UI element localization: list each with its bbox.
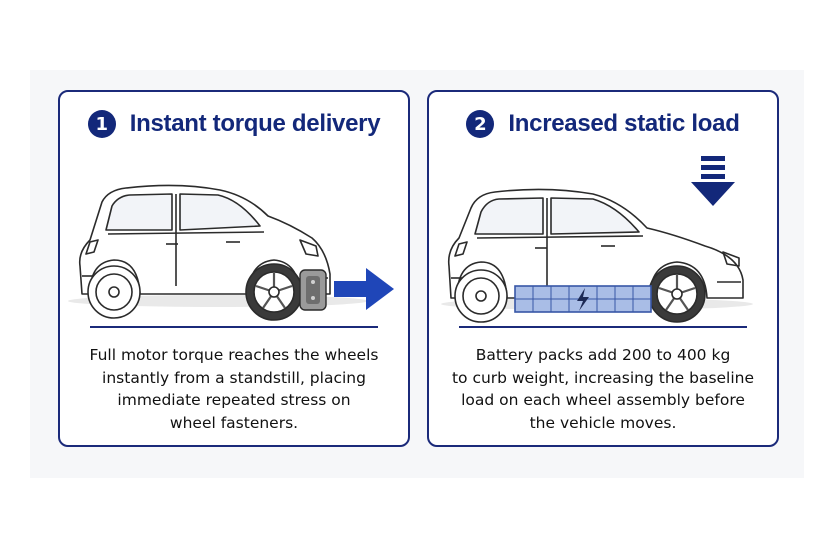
panel-title: Increased static load bbox=[508, 110, 740, 137]
step-number-badge: 1 bbox=[87, 110, 116, 138]
panel-header: 2 Increased static load bbox=[429, 108, 777, 140]
battery-pack-icon bbox=[514, 285, 652, 313]
panel-title: Instant torque delivery bbox=[129, 110, 381, 137]
divider-line bbox=[459, 326, 747, 328]
down-arrow-icon bbox=[691, 156, 735, 206]
right-arrow-icon bbox=[334, 268, 394, 310]
torque-illustration bbox=[68, 184, 394, 321]
step-number-badge: 2 bbox=[466, 110, 495, 138]
panel-description: Battery packs add 200 to 400 kg to curb … bbox=[451, 346, 755, 432]
panel-static-load: 2 Increased static load bbox=[427, 90, 779, 447]
panel-description: Full motor torque reaches the wheels ins… bbox=[89, 346, 379, 432]
static-load-illustration bbox=[441, 156, 753, 323]
panel-instant-torque: 1 Instant torque delivery bbox=[58, 90, 410, 447]
car-side-icon bbox=[68, 184, 368, 321]
brake-caliper-icon bbox=[299, 269, 327, 311]
lightning-bolt-icon bbox=[577, 288, 589, 311]
panel-header: 1 Instant torque delivery bbox=[60, 108, 408, 140]
divider-line bbox=[90, 326, 378, 328]
